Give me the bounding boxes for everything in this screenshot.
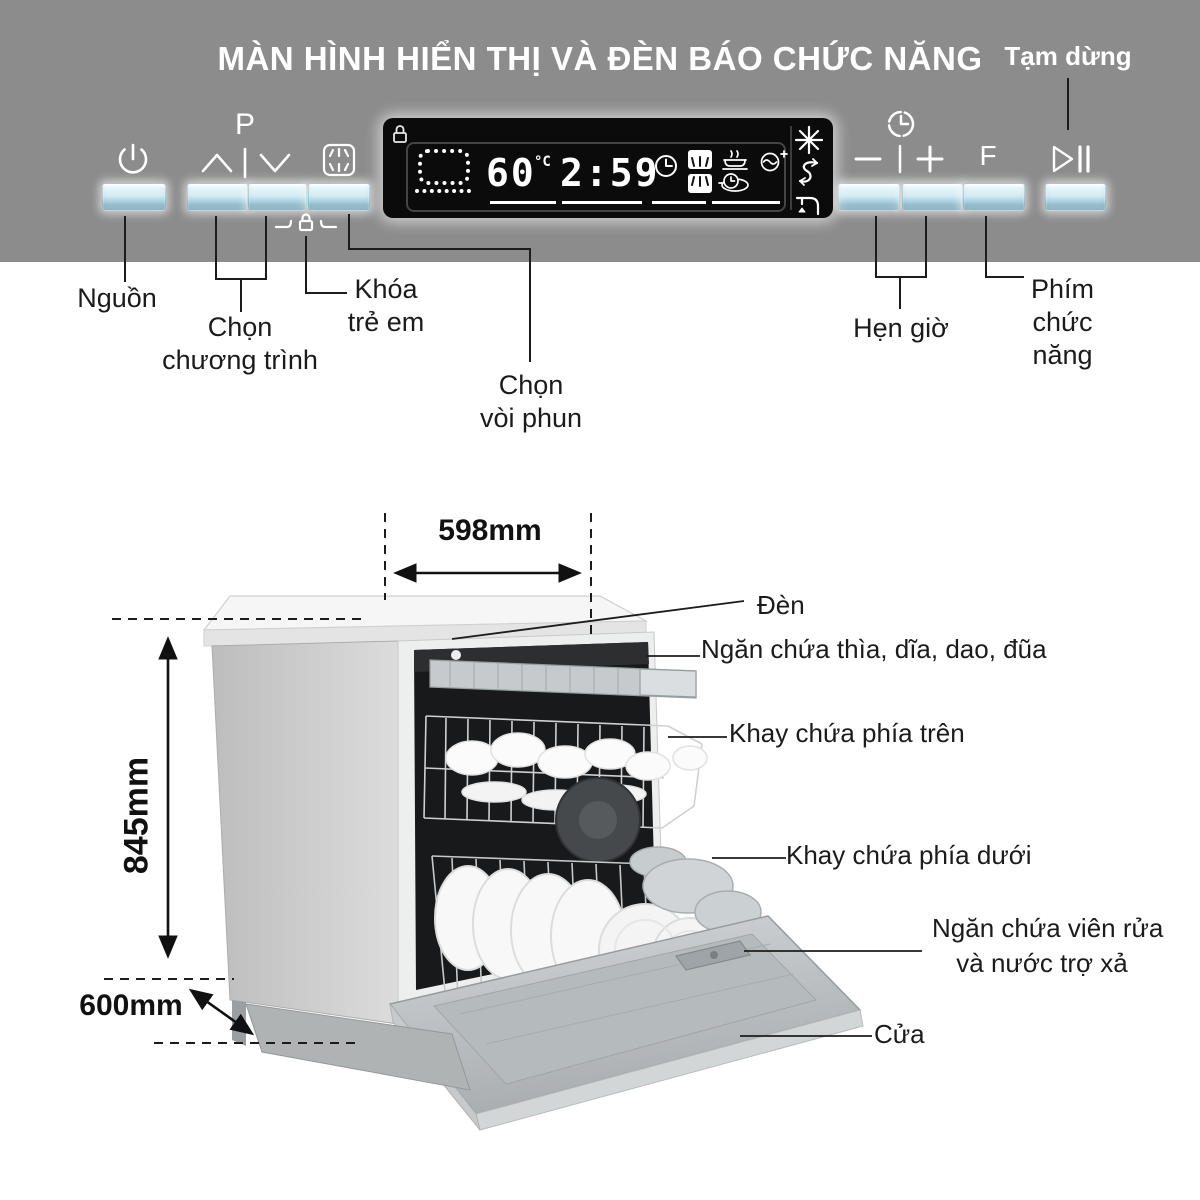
control-panel: MÀN HÌNH HIỂN THỊ VÀ ĐÈN BÁO CHỨC NĂNG T… <box>0 0 1200 262</box>
lock-icon <box>391 123 409 145</box>
function-label-line2: chức năng <box>1032 307 1093 370</box>
power-callout-line <box>124 216 126 282</box>
program-letter: P <box>234 108 255 141</box>
extra-dry-icon <box>758 148 788 172</box>
program-label-line1: Chọn <box>207 312 273 342</box>
function-label-line1: Phím <box>1030 274 1095 304</box>
lower-rack-callout: Khay chứa phía dưới <box>786 840 1032 870</box>
delay-clock-icon <box>654 154 678 178</box>
interior-light <box>451 650 461 660</box>
height-dimension: 845mm <box>117 756 156 875</box>
dishwasher-diagram <box>104 513 922 1131</box>
child-lock-label-line2: trẻ em <box>347 307 425 337</box>
dark-pan-center <box>579 801 617 839</box>
spray-callout-line <box>529 248 531 362</box>
dish-warm-icon <box>720 148 750 170</box>
function-button[interactable] <box>963 183 1025 211</box>
function-letter: F <box>979 140 997 171</box>
program-callout-line <box>240 278 242 312</box>
lock-bracket-icon <box>274 210 338 236</box>
function-label: Phím chức năng <box>1000 273 1125 372</box>
pause-label: Tạm dừng <box>1004 41 1132 71</box>
program-down-button[interactable] <box>248 183 307 211</box>
spray-callout-line <box>348 214 350 250</box>
function-callout-line <box>985 216 987 278</box>
spray-label: Chọn vòi phun <box>451 369 611 435</box>
power-icon <box>113 140 153 180</box>
display-underline <box>562 201 642 204</box>
light-callout: Đèn <box>757 590 805 620</box>
led-display: 60 °C 2:59 <box>383 118 833 218</box>
childlock-callout-line <box>305 292 347 294</box>
upper-rack-callout: Khay chứa phía trên <box>729 718 965 748</box>
dimension-arrows <box>158 563 582 1036</box>
child-lock-label-line1: Khóa <box>354 274 418 304</box>
timer-callout-line <box>925 216 927 278</box>
timer-callout-line <box>875 216 877 278</box>
dispenser-callout-line1: Ngăn chứa viên rửa <box>932 913 1164 943</box>
program-label-line2: chương trình <box>162 345 318 375</box>
dispenser-callout: Ngăn chứa viên rửa và nước trợ xả <box>932 911 1164 981</box>
power-button[interactable] <box>102 183 166 211</box>
base-plinth <box>245 1003 471 1091</box>
program-divider-icon <box>240 146 250 180</box>
program-label: Chọn chương trình <box>130 311 350 377</box>
diagram-callout-lines <box>451 600 922 1037</box>
timer-clock-icon <box>885 108 917 140</box>
door-callout: Cửa <box>874 1019 925 1049</box>
side-panel <box>211 640 399 1025</box>
salt-star-icon <box>793 124 825 156</box>
timer-callout-line <box>899 276 901 309</box>
spray-select-button[interactable] <box>308 183 370 211</box>
spray-callout-line <box>348 248 531 250</box>
light-callout-line <box>451 600 745 640</box>
width-dimension: 598mm <box>438 514 542 547</box>
function-callout-line <box>985 276 1024 278</box>
dispenser-callout-line2: và nước trợ xả <box>956 948 1128 978</box>
water-tap-icon <box>793 190 825 216</box>
spray-label-line1: Chọn <box>498 370 564 400</box>
chevron-up-icon <box>198 148 236 178</box>
program-callout-line <box>215 216 217 280</box>
pause-callout-line <box>1067 78 1069 130</box>
power-label: Nguồn <box>77 283 157 313</box>
timer-minus-button[interactable] <box>838 183 900 211</box>
temperature-readout: 60 <box>486 151 536 195</box>
half-load-icon <box>717 171 749 192</box>
spray-label-line2: vòi phun <box>479 403 583 433</box>
depth-arrow <box>188 988 255 1036</box>
plus-icon <box>918 147 942 171</box>
display-underline <box>712 201 780 204</box>
program-up-button[interactable] <box>187 183 248 211</box>
timer-plus-button[interactable] <box>902 183 963 211</box>
display-underline <box>652 201 706 204</box>
dimension-dashed-lines <box>104 513 592 1044</box>
depth-dimension: 600mm <box>79 989 183 1022</box>
timer-label: Hẹn giờ <box>853 313 949 343</box>
chevron-down-icon <box>256 148 294 178</box>
display-divider <box>790 126 792 210</box>
program-callout-line <box>265 216 267 280</box>
lower-spray-icon <box>688 174 712 193</box>
upper-spray-icon <box>688 150 712 169</box>
rinse-cycle-icon <box>795 158 825 188</box>
time-readout: 2:59 <box>560 151 660 195</box>
cutlery-tray <box>429 659 697 699</box>
spray-arm-square-icon <box>319 140 359 180</box>
childlock-callout-line <box>305 236 307 294</box>
dishwasher-body <box>202 595 864 1131</box>
temperature-unit: °C <box>534 154 551 170</box>
timer-callout-line <box>875 276 927 278</box>
pause-button[interactable] <box>1045 183 1106 211</box>
child-lock-label: Khóa trẻ em <box>326 273 446 339</box>
display-underline <box>490 201 556 204</box>
panel-title: MÀN HÌNH HIỂN THỊ VÀ ĐÈN BÁO CHỨC NĂNG <box>217 40 983 77</box>
play-pause-icon <box>1048 142 1096 176</box>
cutlery-tray-callout: Ngăn chứa thìa, dĩa, dao, đũa <box>701 634 1047 664</box>
timer-adjust-icons <box>850 142 950 176</box>
program-dots-icon <box>415 149 471 193</box>
display-screen: 60 °C 2:59 <box>406 142 786 212</box>
